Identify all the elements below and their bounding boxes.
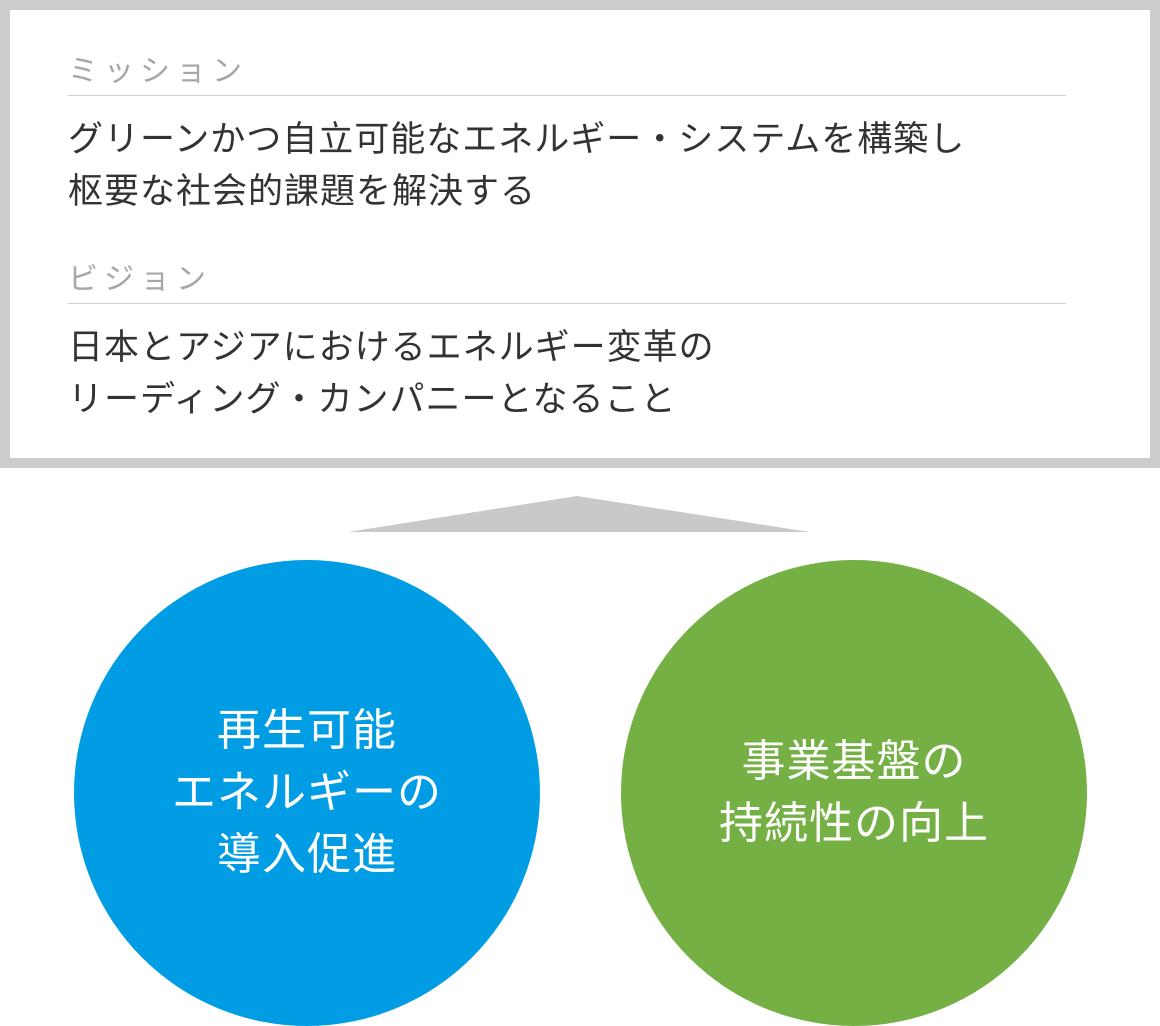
- mission-statement-line: グリーンかつ自立可能なエネルギー・システムを構築し: [68, 120, 966, 160]
- vision-statement-line: 日本とアジアにおけるエネルギー変革の: [68, 328, 715, 368]
- pillar-line: 事業基盤の: [741, 736, 967, 787]
- mission-label: ミッション: [68, 54, 248, 89]
- vision-statement-line: リーディング・カンパニーとなること: [68, 380, 677, 420]
- vision-statement: 日本とアジアにおけるエネルギー変革の リーディング・カンパニーとなること: [68, 322, 715, 426]
- vision-label: ビジョン: [68, 262, 212, 297]
- pillar-line: 持続性の向上: [719, 798, 989, 849]
- pillar-line: 導入促進: [217, 829, 397, 880]
- mission-vision-panel: ミッション グリーンかつ自立可能なエネルギー・システムを構築し 枢要な社会的課題…: [0, 0, 1160, 468]
- mission-divider: [68, 95, 1066, 96]
- pillar-renewable-energy: 再生可能 エネルギーの 導入促進: [74, 560, 540, 1026]
- pillar-line: 再生可能: [217, 705, 397, 756]
- mission-statement: グリーンかつ自立可能なエネルギー・システムを構築し 枢要な社会的課題を解決する: [68, 114, 965, 218]
- pillar-line: エネルギーの: [172, 767, 442, 818]
- connector-shape: [348, 496, 810, 532]
- mission-statement-line: 枢要な社会的課題を解決する: [68, 172, 537, 212]
- vision-divider: [68, 303, 1066, 304]
- pillar-business-foundation: 事業基盤の 持続性の向上: [621, 560, 1087, 1026]
